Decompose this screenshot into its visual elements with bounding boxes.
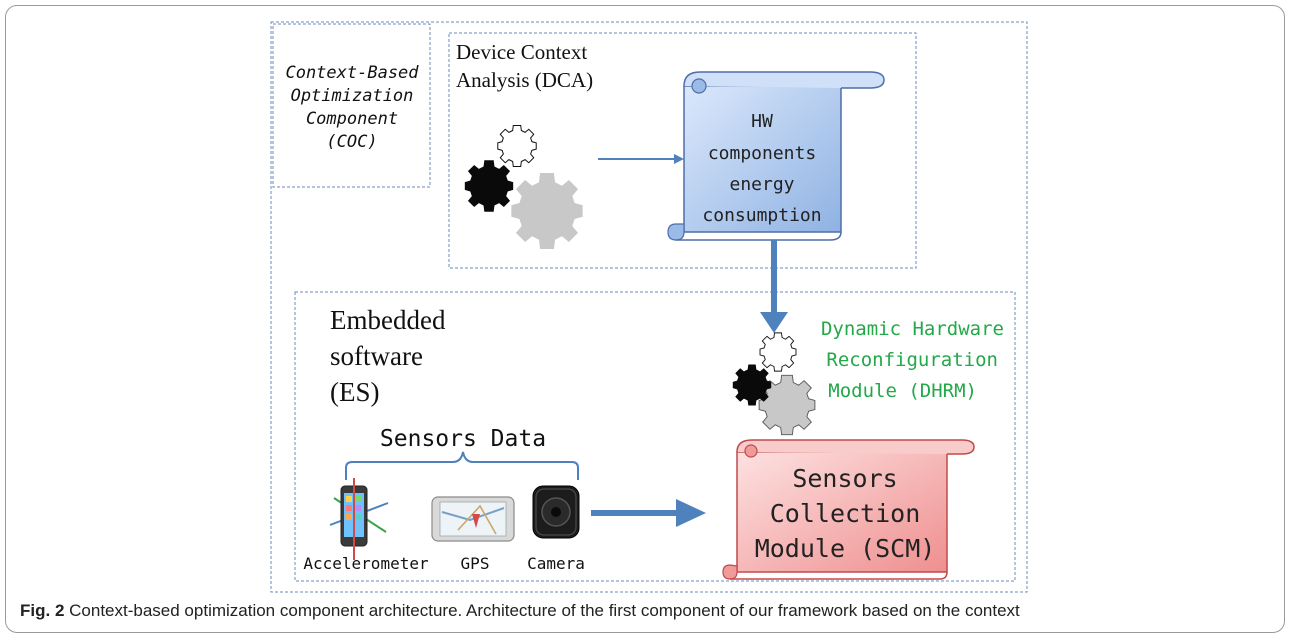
camera-icon — [532, 485, 580, 539]
dhrm-label-line-2: Reconfiguration — [826, 349, 998, 371]
sensors-to-scm-arrowhead — [676, 499, 706, 527]
dca-title-line-2: Analysis (DCA) — [456, 68, 593, 92]
gps-label: GPS — [461, 554, 490, 573]
sensor-labels: Accelerometer GPS Camera — [303, 554, 585, 573]
hw-scroll-text: HW components energy consumption — [702, 111, 821, 226]
figure-frame — [5, 5, 1285, 633]
figure-caption: Fig. 2 Context-based optimization compon… — [20, 601, 1270, 621]
scm-line-2: Collection — [770, 499, 921, 528]
caption-text: Context-based optimization component arc… — [69, 601, 1020, 620]
es-title-line-2: software — [330, 341, 423, 371]
dhrm-label: Dynamic Hardware Reconfiguration Module … — [821, 318, 1004, 402]
hw-scroll: HW components energy consumption — [667, 71, 885, 241]
dhrm-gears-icon — [732, 332, 816, 436]
scm-scroll: Sensors Collection Module (SCM) — [722, 439, 975, 580]
scm-line-1: Sensors — [792, 464, 897, 493]
architecture-diagram: Context-Based Optimization Component (CO… — [270, 21, 1028, 593]
coc-label-line-2: Optimization — [291, 86, 414, 106]
coc-label-box — [272, 23, 431, 188]
scm-scroll-text: Sensors Collection Module (SCM) — [755, 464, 936, 563]
camera-label: Camera — [527, 554, 585, 573]
coc-label-line-3: Component — [306, 109, 398, 129]
es-title: Embedded software (ES) — [330, 305, 446, 407]
coc-label: Context-Based Optimization Component (CO… — [285, 63, 419, 152]
dca-box — [448, 32, 917, 269]
hw-scroll-line-3: energy — [729, 174, 794, 195]
dca-title: Device Context Analysis (DCA) — [456, 40, 593, 92]
scm-line-3: Module (SCM) — [755, 534, 936, 563]
hw-scroll-line-4: consumption — [702, 205, 821, 226]
accelerometer-phone-icon — [329, 478, 389, 560]
es-title-line-3: (ES) — [330, 377, 380, 407]
gps-device-icon — [431, 496, 515, 542]
dhrm-label-line-1: Dynamic Hardware — [821, 318, 1004, 340]
coc-container — [270, 21, 1028, 593]
caption-label: Fig. 2 — [20, 601, 65, 620]
dca-gears-icon — [464, 125, 583, 249]
hw-scroll-line-1: HW — [751, 111, 773, 132]
hw-to-dhrm-arrowhead — [760, 312, 788, 333]
es-box — [294, 291, 1016, 582]
dca-title-line-1: Device Context — [456, 40, 587, 64]
coc-label-line-1: Context-Based — [285, 63, 419, 83]
coc-label-line-4: (COC) — [326, 132, 377, 152]
dhrm-label-line-3: Module (DHRM) — [828, 380, 977, 402]
sensors-data-label: Sensors Data — [380, 426, 546, 452]
accelerometer-label: Accelerometer — [303, 554, 429, 573]
hw-scroll-line-2: components — [708, 143, 816, 164]
es-title-line-1: Embedded — [330, 305, 446, 335]
sensors-brace — [345, 451, 579, 480]
